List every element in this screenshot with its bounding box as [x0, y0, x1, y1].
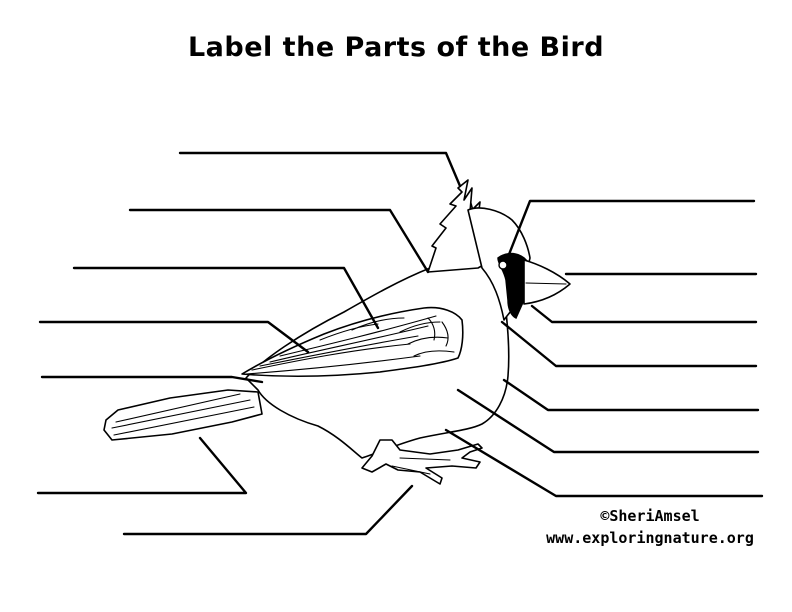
label-line-leg: [444, 428, 764, 498]
label-line-belly: [456, 388, 760, 454]
leader-lines-right: [444, 199, 764, 498]
label-line-feet: [122, 484, 414, 536]
copyright-notice: ©SheriAmsel: [600, 507, 700, 525]
label-line-tail: [36, 436, 248, 495]
bird-leg: [361, 439, 483, 485]
label-line-throat: [500, 320, 758, 368]
leader-lines-left: [36, 151, 462, 536]
bird-tail: [103, 389, 263, 441]
label-line-rump: [40, 375, 264, 384]
worksheet-title: Label the Parts of the Bird: [187, 32, 605, 63]
label-line-back: [72, 266, 380, 330]
website-credit: www.exploringnature.org: [546, 529, 754, 547]
label-line-breast: [502, 378, 760, 412]
label-line-crest: [178, 151, 462, 188]
label-line-mask: [530, 304, 758, 324]
bird-beak: [523, 259, 571, 305]
label-line-wing: [38, 320, 310, 354]
bird-mask: [497, 252, 531, 320]
label-line-nape: [128, 208, 430, 274]
label-line-eye: [504, 199, 756, 264]
cardinal-illustration: [103, 179, 571, 485]
bird-eye: [498, 260, 508, 270]
